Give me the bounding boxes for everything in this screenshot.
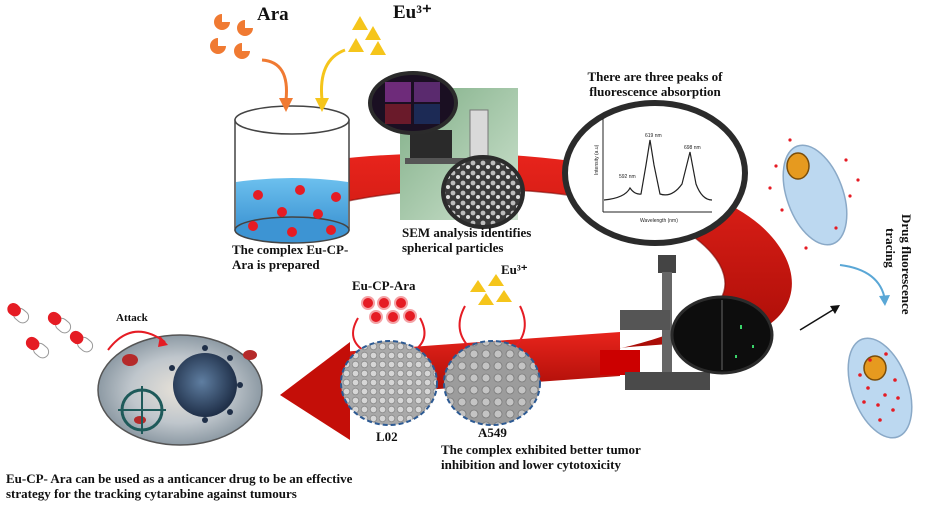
ara-arrowhead	[279, 98, 293, 112]
tracing-arrow	[839, 264, 886, 301]
attack-arrow	[107, 330, 166, 351]
label-complex-prepared: The complex Eu-CP-Ara is prepared	[232, 242, 349, 272]
ara-molecules	[210, 14, 253, 59]
spectrum-ylabel: Intensity (a.u)	[594, 144, 600, 175]
micro-lens-bg	[368, 71, 458, 135]
eu-ions-top	[348, 16, 386, 55]
eu-cp-ara-particles	[361, 296, 417, 324]
capsule-4	[69, 330, 94, 353]
beaker	[234, 105, 350, 244]
fluorescence-microscope	[600, 255, 774, 390]
eu-arrow	[319, 48, 346, 101]
black-arrow	[799, 307, 837, 331]
peak-label-698: 698 nm	[684, 145, 701, 151]
micro-tile-4	[414, 104, 440, 124]
tracing-arrowhead	[879, 295, 890, 306]
blood-cells	[122, 350, 257, 424]
fluor-dots	[735, 325, 754, 358]
cell-top-body	[782, 144, 848, 246]
eu-mid-arrow-left	[458, 305, 471, 349]
label-eu-top: Eu³⁺	[393, 2, 432, 23]
spectrum-curve	[603, 139, 713, 201]
beaker-particles	[248, 185, 341, 237]
label-eu-mid: Eu³⁺	[501, 262, 528, 277]
label-drug-tracing-2: tracing	[883, 228, 898, 268]
label-conclusion: Eu-CP- Ara can be used as a anticancer d…	[6, 471, 353, 501]
micro-tile-2	[414, 82, 440, 102]
cell-top	[768, 138, 860, 250]
sem-image-micro	[368, 71, 458, 135]
label-complex-exhibited: The complex exhibited better tumor inhib…	[441, 442, 641, 472]
cell-bottom-particles	[858, 352, 900, 422]
label-drug-tracing-1: Drug fluorescence	[899, 214, 914, 315]
a549-cell-image	[443, 340, 541, 426]
sem-lens	[441, 155, 525, 229]
arrow-head	[280, 342, 350, 440]
tumor-cell	[173, 353, 237, 417]
label-eu-cp-ara: Eu-CP-Ara	[352, 278, 416, 293]
microscope-light-source	[600, 350, 640, 375]
spectrum-lens-ring	[562, 100, 748, 246]
capsule-2	[47, 311, 72, 334]
capsule-3	[25, 336, 50, 359]
drug-capsules	[7, 303, 94, 359]
peak-label-592: 592 nm	[619, 174, 636, 180]
sem-desk	[405, 158, 477, 164]
microscope-base	[625, 372, 710, 390]
tumor-spikes	[169, 345, 243, 423]
beaker-rim	[234, 105, 350, 135]
cell-bottom-nucleus	[863, 355, 887, 381]
label-attack: Attack	[116, 312, 148, 324]
label-ara: Ara	[257, 4, 289, 25]
eu-mid-arrow-right	[513, 305, 526, 349]
label-sem: SEM analysis identifies spherical partic…	[402, 225, 532, 255]
microscope-camera	[658, 255, 676, 273]
ara-arrow	[261, 58, 288, 101]
cell-bottom-body	[847, 337, 913, 439]
sem-image-particles	[441, 155, 525, 229]
label-a549: A549	[478, 425, 507, 440]
microscope-stage	[620, 310, 670, 330]
label-peaks: There are three peaks of fluorescence ab…	[587, 69, 723, 99]
eu-ions-mid	[470, 274, 512, 305]
l02-cell-image	[340, 340, 438, 426]
tumor-attack-illustration	[97, 334, 263, 446]
peak-label-619: 619 nm	[645, 133, 662, 139]
cell-top-nucleus	[786, 152, 810, 180]
spectrum-lens: 592 nm 619 nm 698 nm Wavelength (nm) Int…	[562, 100, 748, 246]
cell-top-particles	[768, 138, 860, 250]
micro-tile-1	[385, 82, 411, 102]
capsule-1	[7, 303, 30, 324]
spectrum-xlabel: Wavelength (nm)	[640, 218, 678, 224]
black-arrowhead	[830, 305, 840, 314]
micro-tile-3	[385, 104, 411, 124]
eu-arrowhead	[315, 98, 329, 112]
label-l02: L02	[376, 429, 398, 444]
attack-arrowhead	[158, 336, 168, 347]
cell-bottom	[847, 337, 913, 439]
